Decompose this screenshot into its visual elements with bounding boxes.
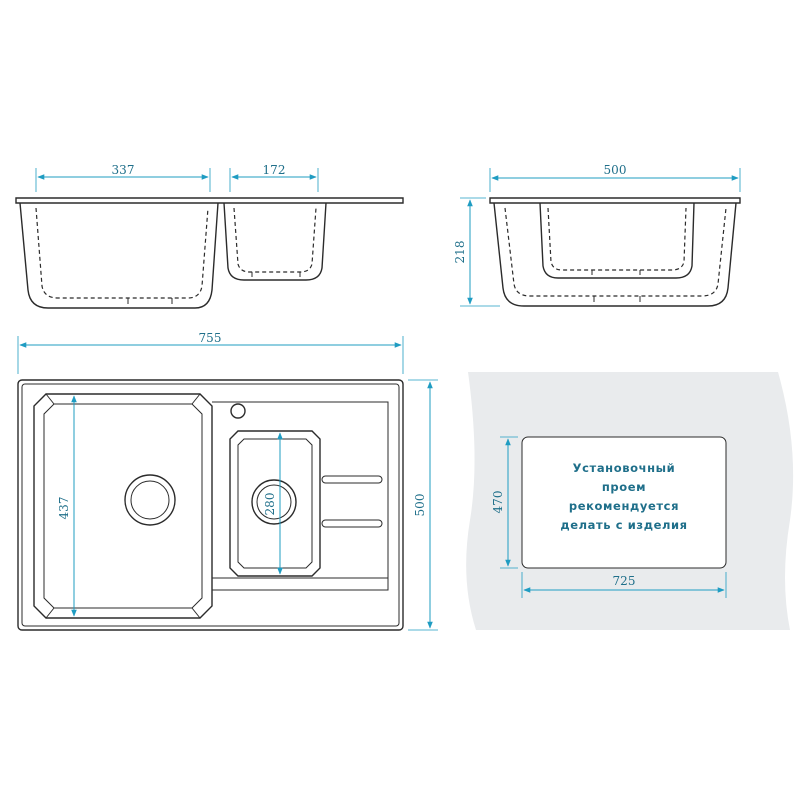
cutout-note: Установочный проем рекомендуется делать … <box>560 461 687 532</box>
dimension-470-label: 470 <box>491 491 505 514</box>
cutout-note-line-2: проем <box>602 480 646 494</box>
dimension-337-label: 337 <box>112 163 135 177</box>
dimension-437: 437 <box>57 395 77 617</box>
dimension-500-plan-depth-label: 500 <box>413 494 427 517</box>
dimension-172: 172 <box>229 163 319 192</box>
dimension-218: 218 <box>453 197 500 307</box>
front-section-view <box>15 197 404 309</box>
dimension-437-label: 437 <box>57 497 71 520</box>
cutout-note-line-1: Установочный <box>573 461 676 475</box>
dimension-280-label: 280 <box>263 493 277 516</box>
dimension-280: 280 <box>263 432 283 575</box>
cutout-rectangle <box>521 436 727 569</box>
dimension-500-side-width: 500 <box>489 163 741 192</box>
dimension-500-plan-depth: 500 <box>408 379 438 631</box>
dimension-725-label: 725 <box>613 574 636 588</box>
dimension-500-side-width-label: 500 <box>604 163 627 177</box>
dimension-470: 470 <box>491 436 518 569</box>
cutout-note-line-3: рекомендуется <box>569 499 679 513</box>
cutout-note-line-4: делать с изделия <box>560 518 687 532</box>
cutout-view: Установочный проем рекомендуется делать … <box>466 372 794 630</box>
dimension-172-label: 172 <box>263 163 286 177</box>
dimension-218-label: 218 <box>453 241 467 264</box>
side-section-view <box>489 197 741 307</box>
dimension-337: 337 <box>35 163 211 192</box>
dimension-755-label: 755 <box>199 331 222 345</box>
plan-view <box>17 379 404 631</box>
dimension-725: 725 <box>521 572 727 598</box>
dimension-755: 755 <box>17 331 404 374</box>
